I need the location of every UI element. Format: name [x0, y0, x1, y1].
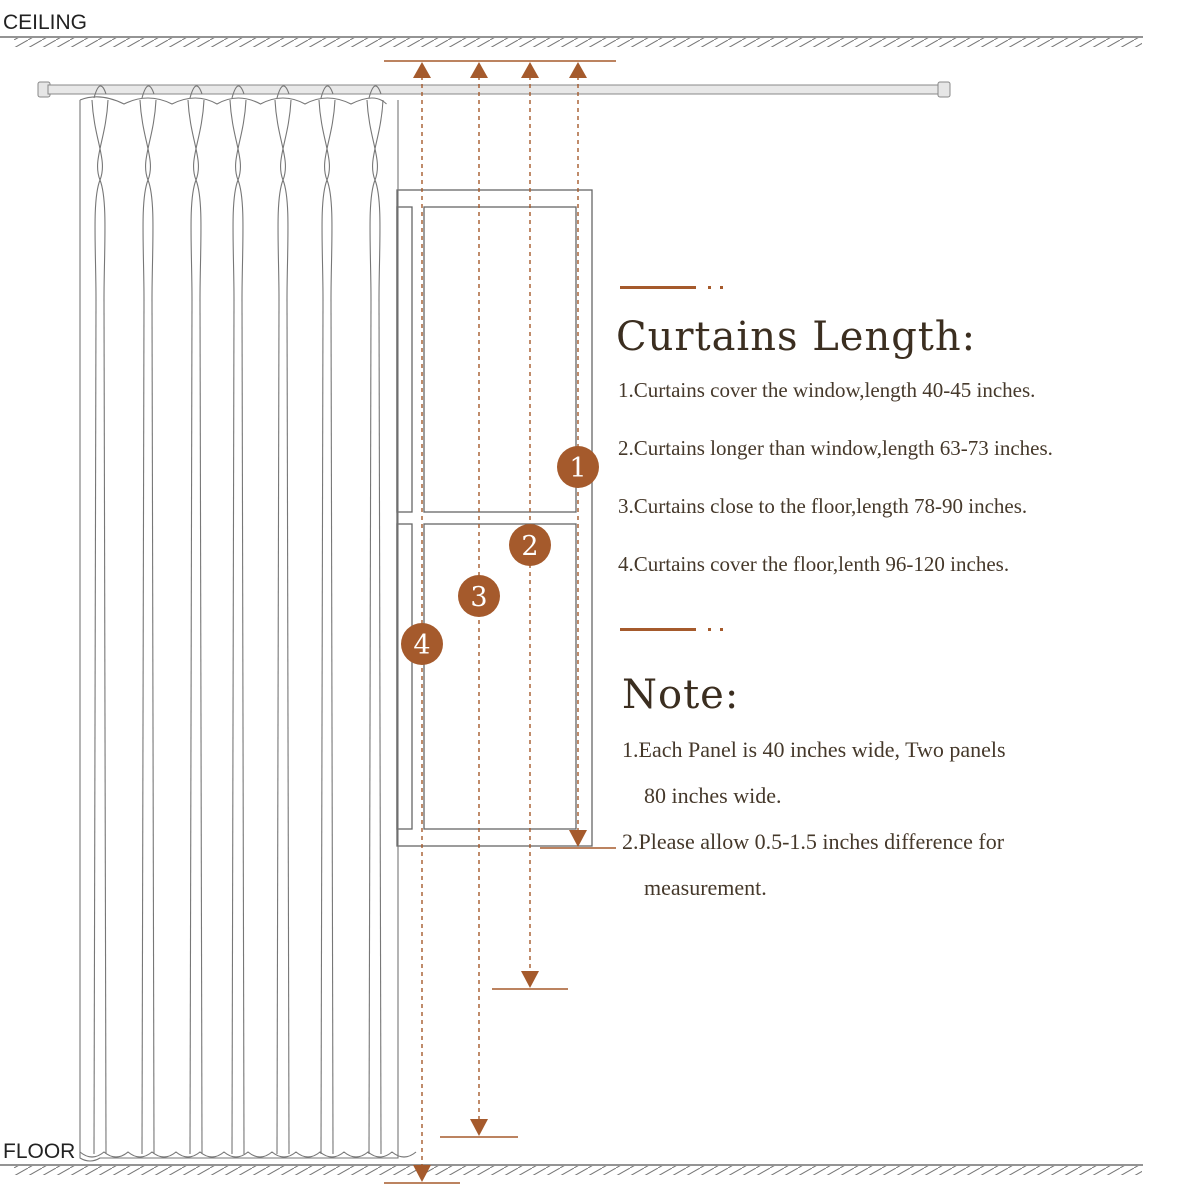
curtain-pleat-left-1	[91, 99, 103, 301]
length-option-2: 2.Curtains longer than window,length 63-…	[618, 436, 1053, 460]
floor-label: FLOOR	[3, 1140, 75, 1163]
curtain-header	[79, 96, 387, 105]
curtain-pleat-right-6	[324, 99, 336, 301]
length-marker-3-number: 3	[470, 582, 487, 613]
arrow-2-head-down	[521, 971, 539, 988]
note-item-1-line1: 1.Each Panel is 40 inches wide, Two pane…	[622, 737, 1006, 762]
curtain-pleat-right-3	[193, 99, 205, 301]
curtain-fold-b-2	[151, 299, 155, 1155]
curtain-pleat-left-7	[366, 99, 378, 301]
note-item-1: 1.Each Panel is 40 inches wide, Two pane…	[622, 727, 1182, 819]
curtain-fold-a-6	[320, 299, 324, 1155]
curtain-pleat-left-4	[229, 99, 241, 301]
curtain-ring-2	[141, 85, 155, 99]
curtain-pleat-left-5	[274, 99, 286, 301]
curtain-pleat-right-7	[372, 99, 384, 301]
curtain-ring-7	[368, 85, 382, 99]
measurement-arrows	[384, 60, 616, 1184]
arrow-1-head-down	[569, 830, 587, 847]
curtain-fold-b-4	[241, 299, 245, 1155]
length-option-1: 1.Curtains cover the window,length 40-45…	[618, 378, 1036, 402]
arrow-4-head-up	[413, 62, 431, 78]
curtain-fold-b-5	[286, 299, 290, 1155]
length-marker-4-number: 4	[413, 630, 430, 661]
curtain-fold-b-3	[199, 299, 203, 1155]
note-item-2-line1: 2.Please allow 0.5-1.5 inches difference…	[622, 829, 1005, 854]
curtains-length-heading: Curtains Length:	[616, 314, 977, 360]
arrow-4-head-down	[413, 1165, 431, 1182]
curtain-fold-b-6	[330, 299, 334, 1155]
note-item-1-line2: 80 inches wide.	[644, 783, 782, 808]
length-marker-1-number: 1	[569, 453, 586, 484]
curtain-pleat-right-5	[280, 99, 292, 301]
curtain-rod	[37, 81, 951, 98]
arrow-3-head-down	[470, 1119, 488, 1136]
curtain-fold-a-4	[231, 299, 235, 1155]
curtain-pleat-right-4	[235, 99, 247, 301]
arrow-2-head-up	[521, 62, 539, 78]
curtain-pleat-right-1	[97, 99, 109, 301]
ceiling	[0, 36, 1143, 47]
curtain-fold-a-1	[93, 299, 97, 1155]
curtain-fold-b-1	[103, 299, 107, 1155]
curtain-fold-a-2	[141, 299, 145, 1155]
length-option-4: 4.Curtains cover the floor,lenth 96-120 …	[618, 552, 1010, 576]
curtain-ring-5	[276, 85, 290, 99]
curtain-outline	[79, 100, 399, 1162]
length-marker-3: 3	[458, 575, 500, 617]
length-marker-2: 2	[509, 524, 551, 566]
note-item-2: 2.Please allow 0.5-1.5 inches difference…	[622, 819, 1182, 911]
floor	[0, 1164, 1143, 1175]
length-option-3: 3.Curtains close to the floor,length 78-…	[618, 494, 1028, 518]
note-item-2-line2: measurement.	[644, 875, 767, 900]
curtain-hem	[79, 1151, 417, 1158]
arrow-3-head-up	[470, 62, 488, 78]
section-divider-top	[620, 286, 723, 289]
length-marker-4: 4	[401, 623, 443, 665]
window	[396, 189, 593, 847]
curtain-pleat-left-2	[139, 99, 151, 301]
curtain-ring-6	[320, 85, 334, 99]
info-panel: Curtains Length: 1.Curtains cover the wi…	[616, 0, 1196, 1200]
curtain-fold-b-7	[378, 299, 382, 1155]
curtain-ring-3	[189, 85, 203, 99]
curtain-pleat-left-3	[187, 99, 199, 301]
curtain-ring-4	[231, 85, 245, 99]
section-divider-bottom	[620, 628, 723, 631]
curtain-ring-1	[93, 85, 107, 99]
curtain-fold-a-3	[189, 299, 193, 1155]
curtain-fold-a-5	[276, 299, 280, 1155]
arrow-1-head-up	[569, 62, 587, 78]
ceiling-label: CEILING	[3, 11, 87, 34]
curtain-pleat-right-2	[145, 99, 157, 301]
curtain-fold-a-7	[368, 299, 372, 1155]
curtain-pleat-left-6	[318, 99, 330, 301]
curtain-panel	[79, 85, 417, 1162]
length-marker-1: 1	[557, 446, 599, 488]
length-marker-2-number: 2	[521, 531, 538, 562]
note-heading: Note:	[622, 672, 740, 718]
